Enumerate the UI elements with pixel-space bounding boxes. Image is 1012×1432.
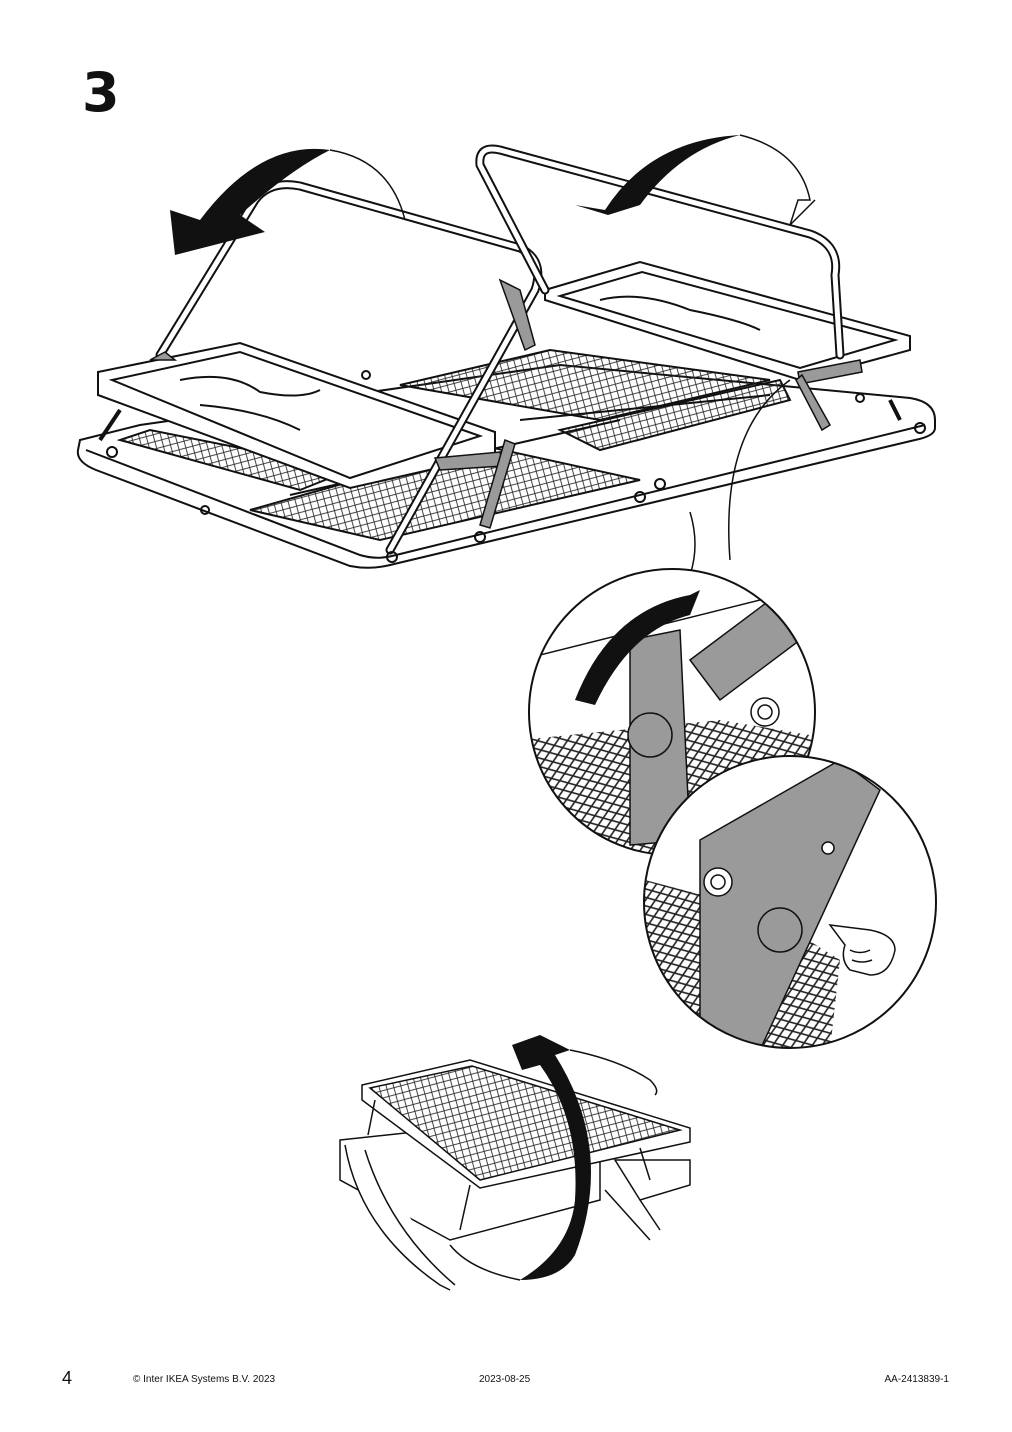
- assembly-illustration: [76, 134, 937, 1291]
- lock-hinge-detail-2: [644, 756, 936, 1048]
- flipped-table: [339, 1059, 691, 1291]
- rotate-arrow-left-icon: [170, 148, 406, 255]
- pointing-hand-icon: [828, 924, 896, 976]
- flip-table-arrow-icon: [449, 1035, 658, 1281]
- document-id: AA-2413839-1: [884, 1374, 950, 1385]
- rotate-arrow-detail-icon: [575, 590, 700, 705]
- rotate-arrow-right-icon: [575, 134, 816, 226]
- document-date: 2023-08-25: [479, 1374, 531, 1385]
- copyright-notice: © Inter IKEA Systems B.V. 2023: [133, 1374, 276, 1385]
- page-number: 4: [62, 1368, 73, 1388]
- step-number: 3: [82, 61, 120, 124]
- hinge-brackets: [149, 278, 863, 529]
- page-footer: 4 © Inter IKEA Systems B.V. 2023 2023-08…: [0, 1368, 1012, 1392]
